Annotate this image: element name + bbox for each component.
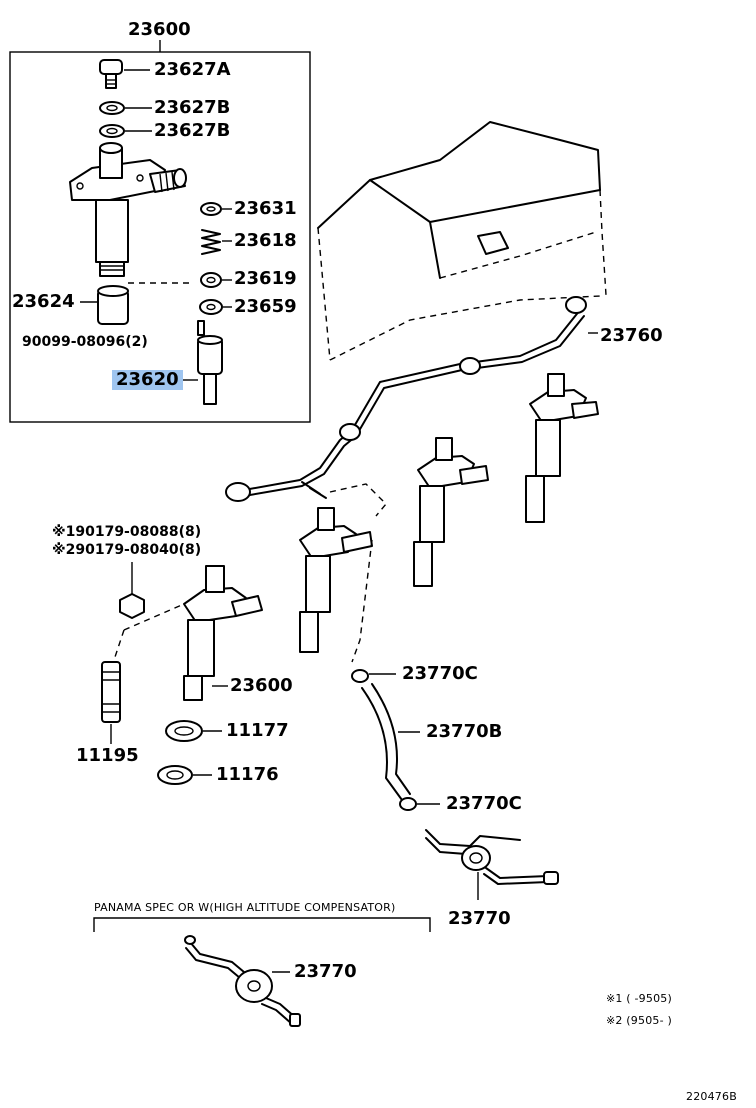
- injector-assembly-2: [299, 483, 387, 663]
- injector-assembly-1: [183, 565, 263, 701]
- seat-23631: [200, 202, 232, 216]
- bolt-23627a: [99, 59, 150, 89]
- engine-head: [317, 121, 607, 361]
- label-90099: 90099-08096(2): [22, 334, 148, 350]
- label-11177: 11177: [226, 720, 289, 741]
- label-23624: 23624: [12, 291, 75, 312]
- label-11195: 11195: [76, 745, 139, 766]
- nut-23624: [80, 285, 129, 325]
- spring-23618: [201, 229, 232, 255]
- clip-23770c-2: [399, 797, 440, 811]
- nut-90179: [113, 562, 185, 661]
- label-23627b-2: 23627B: [154, 120, 231, 141]
- footnote-1: ※1 ( -9505): [606, 992, 672, 1005]
- label-23627a: 23627A: [154, 59, 231, 80]
- spacer-23619: [200, 272, 232, 288]
- label-23770c-1: 23770C: [402, 663, 478, 684]
- label-11176: 11176: [216, 764, 279, 785]
- label-23770-1: 23770: [448, 908, 511, 929]
- stud-11195: [101, 661, 121, 744]
- clip-23770c-1: [351, 669, 396, 683]
- label-23770-2: 23770: [294, 961, 357, 982]
- label-23770b: 23770B: [426, 721, 503, 742]
- label-23618: 23618: [234, 230, 297, 251]
- label-23600-mid: 23600: [230, 675, 293, 696]
- label-23619: 23619: [234, 268, 297, 289]
- label-23659: 23659: [234, 296, 297, 317]
- label-23600-top: 23600: [128, 19, 191, 40]
- washer-11176: [157, 765, 212, 785]
- label-23770c-2: 23770C: [446, 793, 522, 814]
- washer-11177: [165, 720, 222, 742]
- injector-assembly-3: [413, 437, 489, 587]
- injector-body: [69, 142, 187, 277]
- panama-bracket: [93, 917, 431, 932]
- label-23627b-1: 23627B: [154, 97, 231, 118]
- washer-23627b-1: [99, 101, 152, 115]
- footnote-2: ※2 (9505- ): [606, 1014, 672, 1027]
- washer-23627b-2: [99, 124, 152, 138]
- seat-23659: [199, 299, 232, 315]
- nozzle-23620: [182, 335, 223, 405]
- pin-90099: [197, 320, 205, 336]
- leak-pipe-23760: [225, 296, 598, 502]
- injector-assembly-4: [525, 373, 599, 523]
- label-23631: 23631: [234, 198, 297, 219]
- diagram-reference: 220476B: [686, 1090, 737, 1103]
- hose-23770b: [361, 683, 420, 801]
- label-90179-2: ※290179-08040(8): [52, 542, 202, 558]
- label-23760: 23760: [600, 325, 663, 346]
- valve-23770-1: [425, 829, 559, 900]
- panama-spec-note: PANAMA SPEC OR W(HIGH ALTITUDE COMPENSAT…: [94, 901, 396, 914]
- valve-23770-2: [184, 935, 301, 1027]
- label-90179-1: ※190179-08088(8): [52, 524, 202, 540]
- label-23620[interactable]: 23620: [112, 370, 183, 390]
